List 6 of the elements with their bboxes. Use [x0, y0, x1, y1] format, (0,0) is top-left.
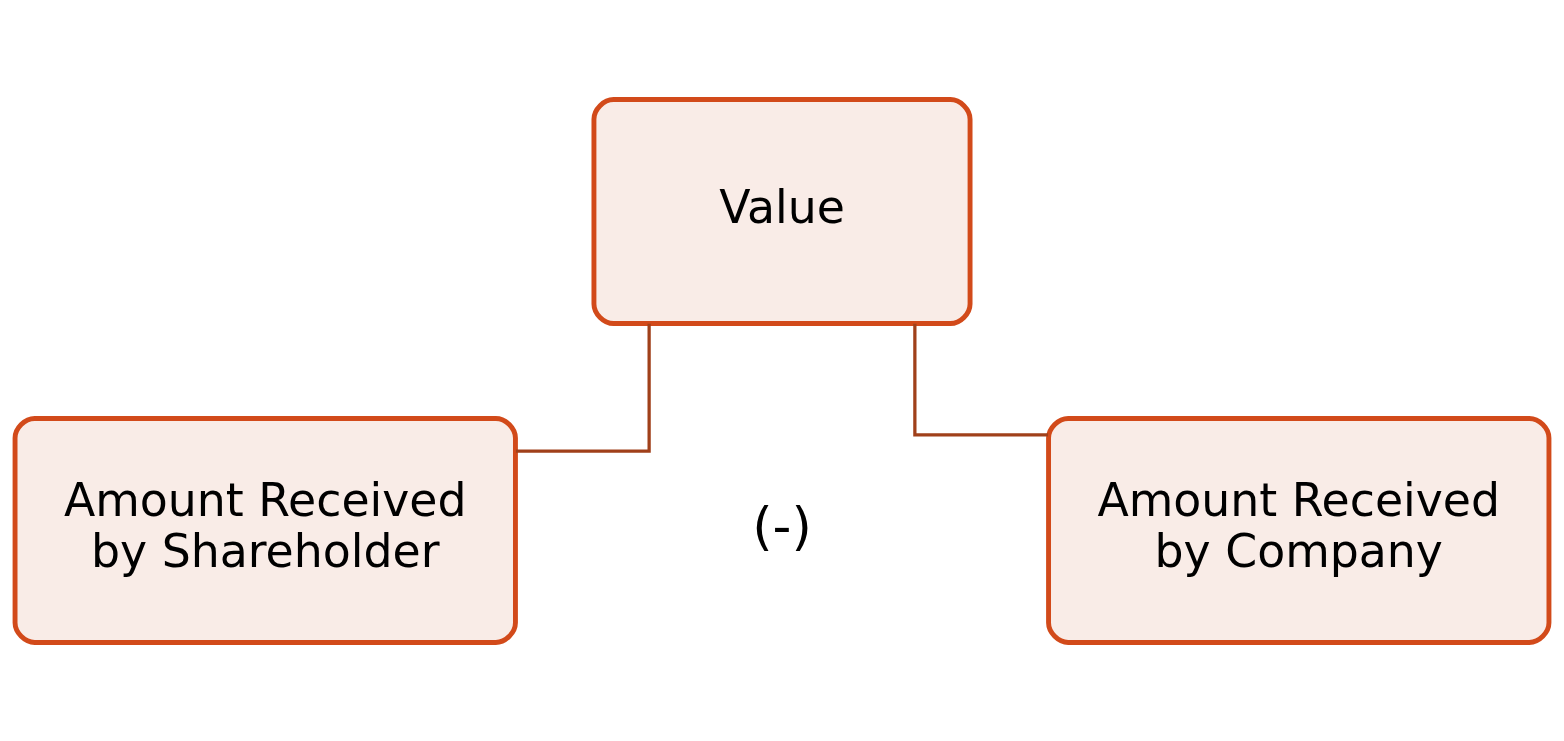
label: (-) — [752, 494, 812, 556]
connector — [515, 323, 651, 453]
node-box: Value — [591, 96, 973, 326]
node-box: Amount Received by Company — [1046, 415, 1552, 645]
connector — [913, 323, 1049, 436]
node-box: Amount Received by Shareholder — [12, 415, 518, 645]
